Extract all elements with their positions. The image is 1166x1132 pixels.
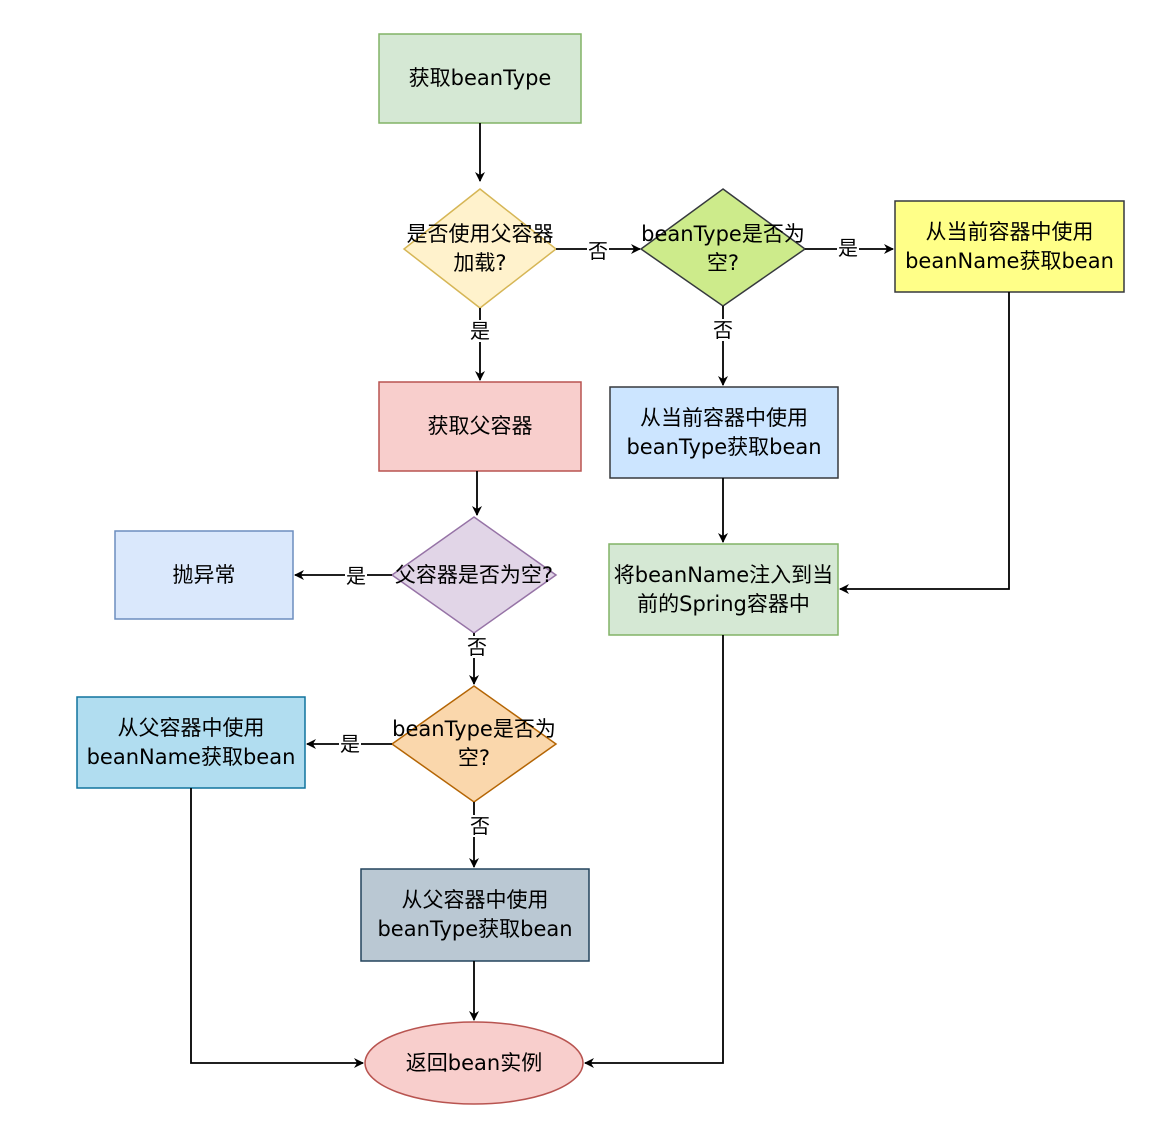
bean-type-empty-question-2: beanType是否为空? [392, 717, 556, 770]
edge-label-type-empty1-yes: 是 [837, 236, 859, 260]
edge-current-by-name-to-inject [839, 292, 1010, 594]
edge-label-parent-empty-yes: 是 [345, 564, 367, 588]
bean-type-empty-question-1: beanType是否为空? [641, 222, 805, 275]
get-parent-label: 获取父容器 [427, 414, 533, 438]
current-by-type-label: 从当前容器中使用beanType获取bean [626, 405, 822, 459]
get-parent-box [378, 381, 582, 472]
edge-label-use-parent-yes: 是 [469, 319, 491, 343]
edge-label-type-empty1-no: 否 [712, 318, 734, 342]
get-bean-type-label: 获取beanType [408, 66, 552, 90]
parent-empty-question: 父容器是否为空? [394, 562, 554, 587]
parent-by-name-label: 从父容器中使用beanName获取bean [86, 715, 296, 769]
parent-by-name-box [76, 696, 306, 789]
use-parent-question: 是否使用父容器加载? [406, 222, 554, 275]
parent-by-type-box [360, 868, 590, 962]
throw-exception-box [114, 530, 294, 620]
inject-bean-name-label: 将beanName注入到当前的Spring容器中 [613, 562, 834, 616]
return-instance-ellipse [364, 1021, 584, 1105]
return-instance-label: 返回bean实例 [405, 1050, 543, 1075]
throw-exception-label: 抛异常 [172, 562, 236, 587]
edge-label-use-parent-no: 否 [587, 239, 609, 263]
get-bean-type-box [378, 33, 582, 124]
current-by-name-label: 从当前容器中使用beanName获取bean [905, 219, 1114, 273]
inject-bean-name-box [608, 543, 839, 636]
edge-label-parent-empty-no: 否 [466, 635, 488, 659]
current-by-type-box [609, 386, 839, 479]
edge-inject-to-return [584, 635, 724, 1068]
edge-label-type-empty2-no: 否 [469, 814, 491, 838]
edge-parent-by-name-to-return [190, 788, 364, 1068]
parent-by-type-label: 从父容器中使用beanType获取bean [377, 888, 573, 941]
edge-label-type-empty2-yes: 是 [339, 732, 361, 756]
